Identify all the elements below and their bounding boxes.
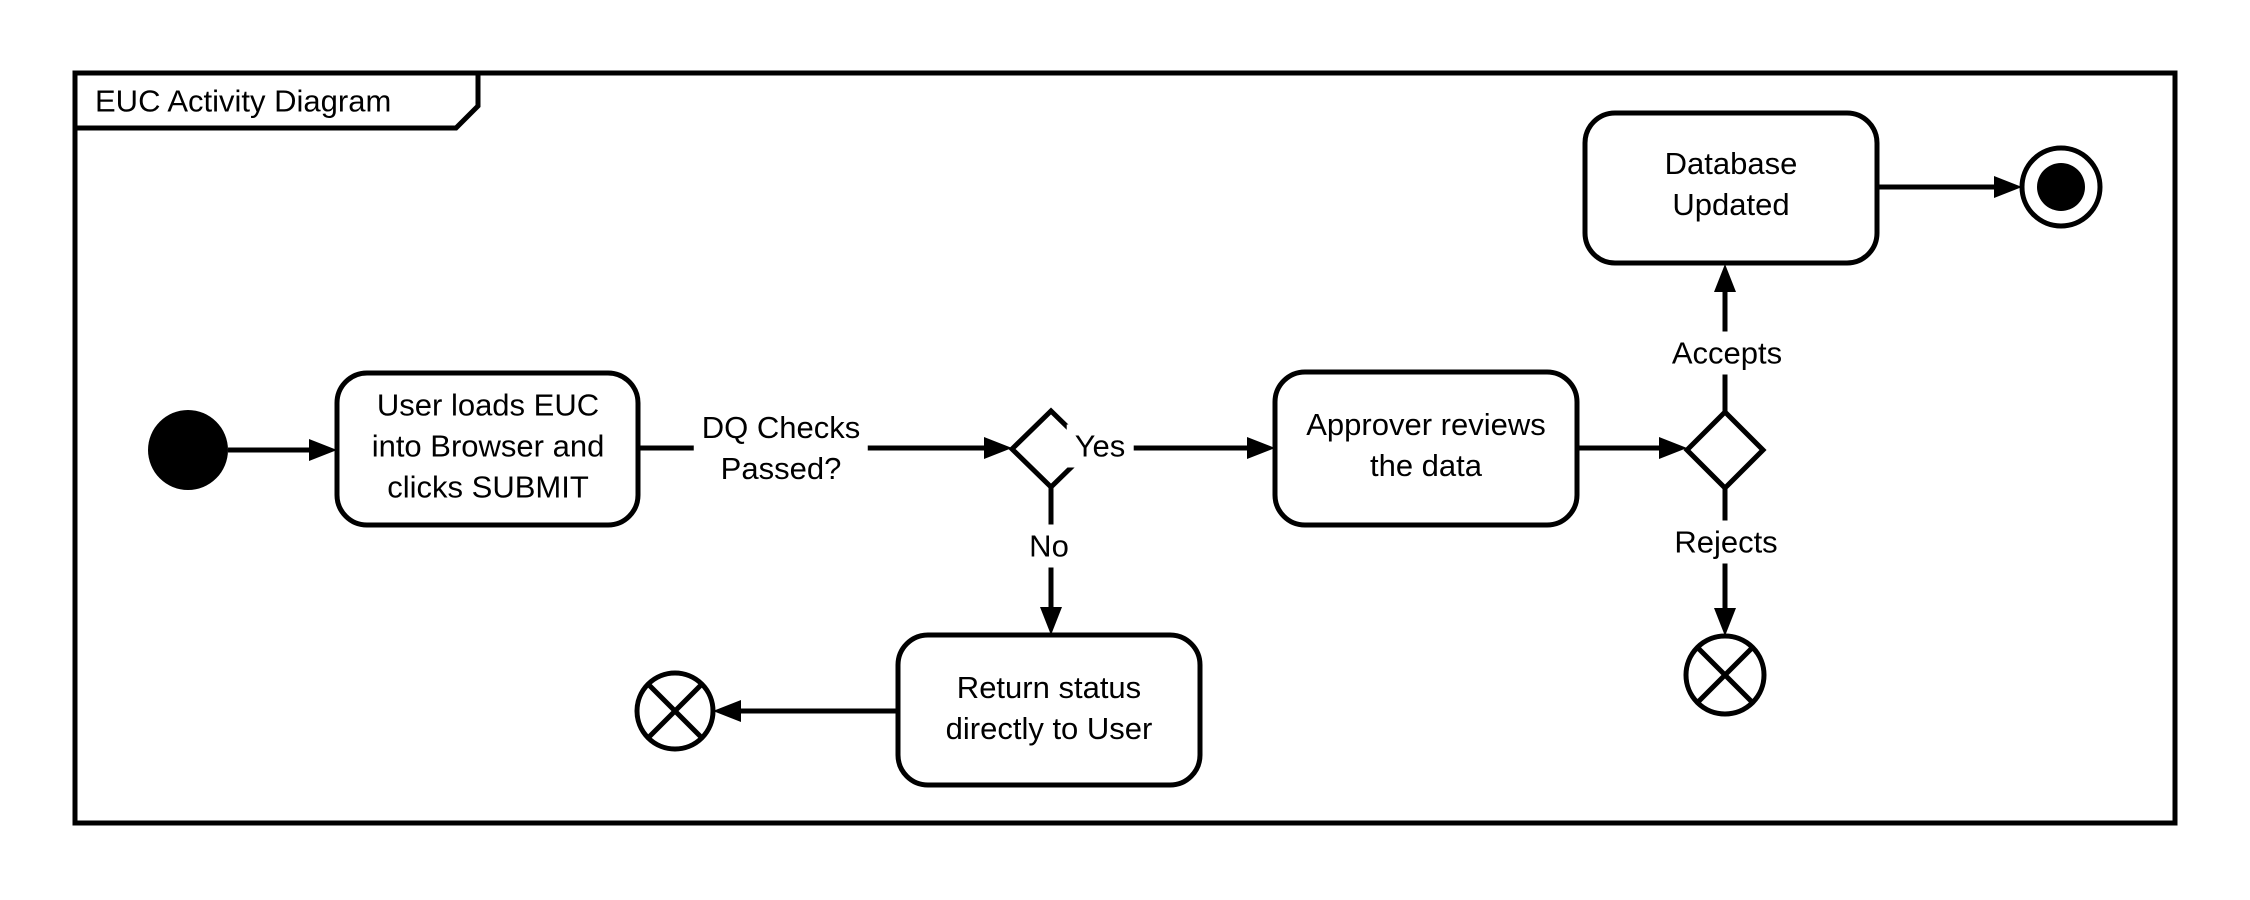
edge-label-no: No [1021, 524, 1077, 568]
arrowhead-icon [1247, 437, 1275, 459]
flow-final-node-user [634, 670, 716, 752]
edge-database-updated-to-final [1877, 176, 2022, 198]
edge-label-accepts: Accepts [1663, 331, 1791, 375]
activity-final-inner-dot [2037, 163, 2085, 211]
arrowhead-icon [1040, 607, 1062, 635]
decision-node-approval [1683, 408, 1767, 492]
flow-final-node-rejects [1683, 633, 1767, 717]
initial-node [148, 410, 228, 490]
arrowhead-icon [1714, 608, 1736, 636]
action-label-return-status: Return status directly to User [945, 670, 1153, 746]
arrowhead-icon [1994, 176, 2022, 198]
action-node-load-euc [334, 370, 641, 528]
edge-label-rejects: Rejects [1666, 520, 1786, 564]
edge-return-status-to-flow-final [713, 700, 898, 722]
action-node-database [1582, 110, 1880, 266]
action-label-database: Database Updated [1664, 146, 1798, 222]
flow-final-x-icon [1695, 645, 1755, 705]
activity-final-node [2019, 145, 2103, 229]
arrowhead-icon [713, 700, 741, 722]
flow-final-x-icon [646, 682, 704, 740]
action-node-approver [1272, 369, 1580, 528]
arrowhead-icon [1714, 264, 1736, 292]
arrowhead-icon [984, 437, 1012, 459]
arrowhead-icon [1659, 437, 1687, 459]
action-node-return-status [895, 632, 1203, 788]
edge-approver-to-approval-decision [1577, 437, 1687, 459]
edge-label-yes: Yes [1066, 424, 1134, 468]
action-label-load-euc: User loads EUC into Browser and clicks S… [371, 387, 605, 505]
frame-title-tab [72, 70, 481, 131]
action-label-approver: Approver reviews the data [1306, 407, 1546, 483]
edge-start-to-load-euc [228, 439, 337, 461]
frame-border [72, 70, 2178, 826]
frame-title: EUC Activity Diagram [95, 83, 392, 119]
arrowhead-icon [309, 439, 337, 461]
edge-label-dq-question: DQ Checks Passed? [693, 406, 869, 490]
